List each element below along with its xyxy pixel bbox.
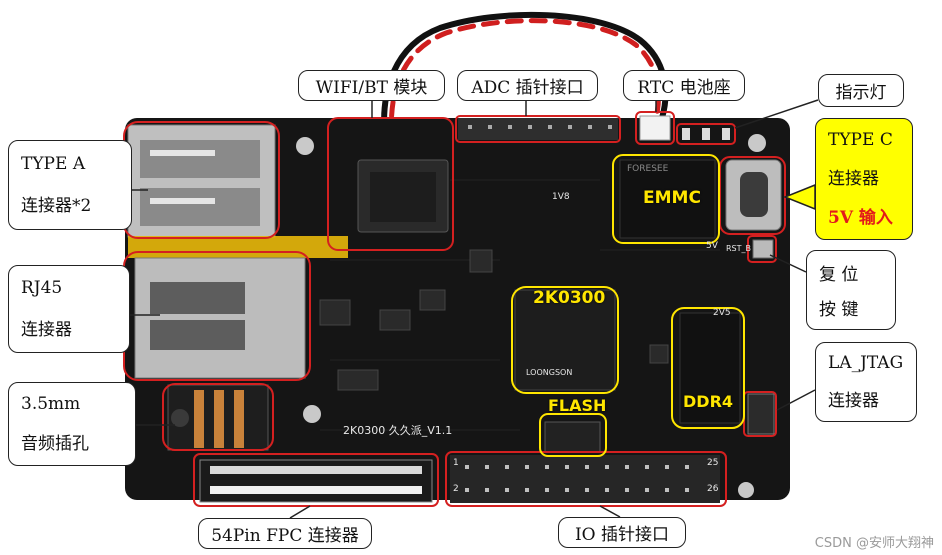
board-silkscreen: 2K0300 久久派_V1.1 — [343, 424, 453, 437]
rtc-label: RTC 电池座 — [637, 78, 731, 98]
rtc-callout: RTC 电池座 — [623, 70, 745, 101]
io-callout: IO 插针接口 — [558, 517, 686, 548]
io-pin-1: 1 — [453, 458, 459, 468]
type-a-callout: TYPE A 连接器*2 — [8, 140, 132, 230]
type-c-line1: TYPE C — [828, 130, 893, 150]
la-jtag-line2: 连接器 — [828, 390, 879, 411]
rj45-callout: RJ45 连接器 — [8, 265, 130, 353]
io-pin-26: 26 — [707, 484, 719, 494]
reset-callout: 复 位 按 键 — [806, 250, 896, 330]
indicator-leds — [682, 128, 730, 140]
soc-label: 2K0300 — [533, 288, 606, 308]
adc-header — [458, 118, 618, 140]
io-pin-25: 25 — [707, 458, 719, 468]
adc-label: ADC 插针接口 — [471, 78, 584, 98]
ddr-label: DDR4 — [683, 392, 734, 411]
fpc-connector — [199, 459, 433, 503]
ddr-chip — [679, 312, 741, 424]
jtag-header — [747, 393, 775, 435]
rj45-line1: RJ45 — [21, 278, 63, 299]
emmc-label: EMMC — [643, 188, 701, 208]
la-jtag-callout: LA_JTAG 连接器 — [815, 342, 917, 422]
wifi-module — [357, 159, 449, 233]
type-c-line2: 连接器 — [828, 169, 879, 189]
usb-type-c-port — [725, 159, 782, 231]
reset-button — [752, 239, 774, 259]
yellow-highlights — [511, 154, 745, 457]
la-jtag-line1: LA_JTAG — [828, 353, 904, 374]
2v5-silk: 2V5 — [713, 308, 731, 318]
mounting-holes — [296, 134, 766, 498]
5v-silk: 5V — [706, 241, 718, 251]
audio-jack — [167, 384, 269, 451]
type-a-line2: 连接器*2 — [21, 196, 92, 217]
indicator-label: 指示灯 — [835, 83, 887, 103]
1v8-silk: 1V8 — [552, 192, 570, 202]
foresee-marking: FORESEE — [627, 164, 669, 174]
io-label: IO 插针接口 — [574, 525, 670, 545]
rj45-jack — [134, 257, 306, 379]
fpc-callout: 54Pin FPC 连接器 — [198, 518, 372, 549]
type-c-callout: TYPE C 连接器 5V 输入 — [815, 118, 913, 240]
emmc-chip — [619, 159, 716, 239]
rtc-connector — [639, 115, 671, 141]
reset-line1: 复 位 — [819, 265, 859, 285]
io-pin-2: 2 — [453, 484, 459, 494]
indicator-callout: 指示灯 — [818, 74, 904, 107]
soc-chip — [514, 289, 616, 391]
callout-lines — [130, 99, 819, 519]
rj45-line2: 连接器 — [21, 319, 72, 340]
audio-line1: 3.5mm — [21, 394, 81, 415]
fpc-label: 54Pin FPC 连接器 — [211, 526, 359, 546]
type-c-line3: 5V 输入 — [828, 208, 893, 228]
usb-type-a-ports — [127, 124, 276, 238]
reset-line2: 按 键 — [819, 300, 859, 320]
audio-callout: 3.5mm 音频插孔 — [8, 382, 136, 466]
io-header — [450, 455, 720, 503]
audio-line2: 音频插孔 — [21, 433, 89, 454]
flash-chip — [544, 421, 601, 453]
loongson-marking: LOONGSON — [526, 368, 573, 377]
csdn-watermark: CSDN @安师大翔神 — [814, 536, 934, 551]
adc-callout: ADC 插针接口 — [457, 70, 598, 101]
type-a-line1: TYPE A — [21, 153, 86, 174]
flash-label: FLASH — [548, 396, 607, 415]
wifi-bt-callout: WIFI/BT 模块 — [298, 70, 445, 101]
rst-silk: RST_B — [726, 244, 752, 253]
wifi-bt-label: WIFI/BT 模块 — [315, 78, 428, 98]
